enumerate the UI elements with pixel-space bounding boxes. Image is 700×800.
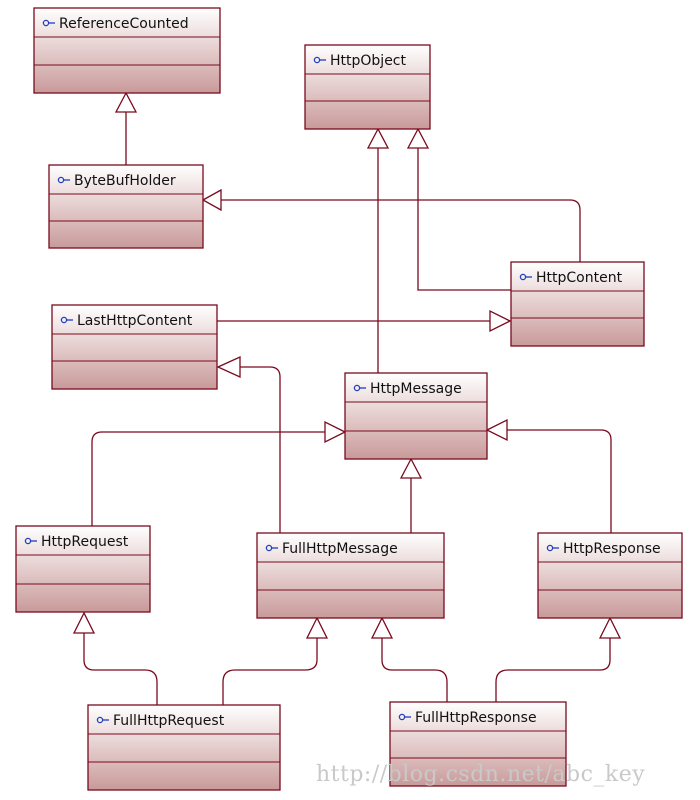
arrowheads: [72, 91, 622, 639]
class-name-reference-counted: ReferenceCounted: [59, 16, 189, 32]
arrowhead-httpmessage-right: [485, 418, 508, 442]
arrowhead-httprequest: [72, 611, 96, 634]
class-box-http-response[interactable]: HttpResponse: [537, 532, 683, 619]
class-name-full-http-request: FullHttpRequest: [113, 713, 225, 729]
connector-fullhttprequest-to-fullhttpmessage: [222, 638, 318, 705]
interface-icon: [519, 273, 532, 281]
connector-fullhttpresponse-to-httpresponse: [495, 638, 611, 702]
class-name-http-response: HttpResponse: [563, 541, 661, 557]
arrowhead-lasthttpcontent: [216, 355, 241, 379]
class-boxes: ReferenceCountedHttpObjectByteBufHolderH…: [15, 7, 683, 791]
class-box-frame: [537, 532, 683, 619]
arrowhead-bytebufholder: [201, 188, 222, 212]
arrowhead-fullhttpmessage-left: [305, 616, 329, 639]
arrowhead-httpmessage-bottom: [399, 457, 423, 479]
class-box-http-request[interactable]: HttpRequest: [15, 525, 151, 613]
class-name-http-message: HttpMessage: [370, 381, 462, 397]
class-box-frame: [304, 44, 431, 130]
arrowhead-httpresponse: [598, 616, 622, 639]
class-name-byte-buf-holder: ByteBufHolder: [74, 173, 176, 189]
interface-icon: [57, 176, 70, 184]
class-name-full-http-message: FullHttpMessage: [282, 541, 398, 557]
connector-fullhttprequest-to-httprequest: [83, 633, 158, 705]
interface-icon: [96, 716, 109, 724]
arrowhead-httpmessage-left: [324, 420, 347, 444]
arrowhead-fullhttpmessage-right: [370, 616, 394, 639]
interface-icon: [42, 19, 55, 27]
connector-fullhttpmessage-to-lasthttpcontent: [240, 366, 281, 533]
class-name-http-object: HttpObject: [330, 53, 406, 69]
class-box-frame: [389, 701, 567, 787]
class-name-full-http-response: FullHttpResponse: [415, 710, 537, 726]
class-box-last-http-content[interactable]: LastHttpContent: [51, 304, 218, 390]
interface-icon: [313, 56, 326, 64]
connector-fullhttpresponse-to-fullhttpmessage: [381, 638, 448, 702]
interface-icon: [60, 316, 73, 324]
class-name-http-content: HttpContent: [536, 270, 623, 286]
class-name-http-request: HttpRequest: [41, 534, 129, 550]
class-box-frame: [33, 7, 221, 94]
class-box-http-message[interactable]: HttpMessage: [344, 372, 488, 460]
class-box-frame: [15, 525, 151, 613]
class-box-frame: [510, 261, 645, 347]
interface-icon: [24, 537, 37, 545]
arrowhead-httpobject-left: [366, 127, 390, 149]
class-box-http-content[interactable]: HttpContent: [510, 261, 645, 347]
class-box-frame: [51, 304, 218, 390]
class-box-http-object[interactable]: HttpObject: [304, 44, 431, 130]
connectors: [83, 112, 612, 705]
interface-icon: [546, 544, 559, 552]
interface-icon: [353, 384, 366, 392]
arrowhead-httpobject-right: [406, 127, 430, 149]
class-box-byte-buf-holder[interactable]: ByteBufHolder: [48, 164, 204, 249]
arrowhead-referencecounted: [114, 91, 138, 113]
class-box-full-http-response[interactable]: FullHttpResponse: [389, 701, 567, 787]
class-box-frame: [344, 372, 488, 460]
class-box-frame: [87, 704, 281, 791]
watermark: http://blog.csdn.net/abc_key: [316, 762, 646, 787]
interface-icon: [398, 713, 411, 721]
class-box-full-http-message[interactable]: FullHttpMessage: [256, 532, 445, 619]
connector-httprequest-to-httpmessage: [91, 431, 325, 526]
class-box-frame: [48, 164, 204, 249]
connector-httpcontent-to-bytebufholder: [221, 199, 581, 262]
connector-httpcontent-to-httpobject: [417, 148, 511, 291]
class-box-reference-counted[interactable]: ReferenceCounted: [33, 7, 221, 94]
connector-httpresponse-to-httpmessage: [507, 429, 612, 533]
class-box-frame: [256, 532, 445, 619]
interface-icon: [265, 544, 278, 552]
class-name-last-http-content: LastHttpContent: [77, 313, 193, 329]
arrowhead-httpcontent: [489, 309, 512, 333]
class-box-full-http-request[interactable]: FullHttpRequest: [87, 704, 281, 791]
